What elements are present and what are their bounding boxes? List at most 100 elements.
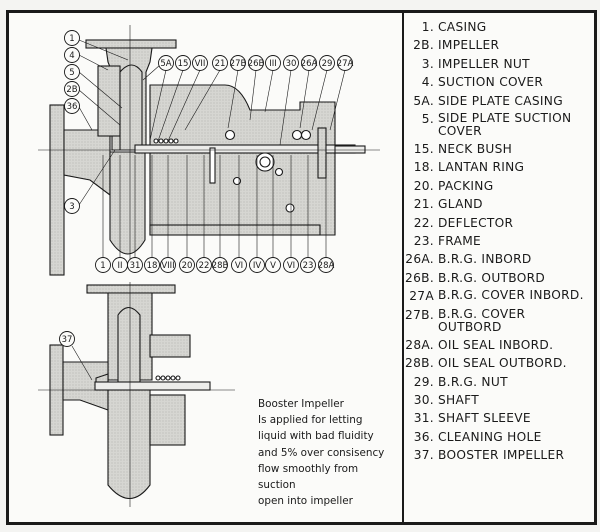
note-line: open into impeller (258, 495, 353, 508)
legend-item-number: 1. (421, 20, 434, 34)
legend-item-label: SHAFT SLEEVE (438, 411, 531, 426)
note-line: Booster Impeller (258, 398, 344, 410)
upper-pump-view (49, 39, 366, 276)
legend-item-label: SIDE PLATE SUCTION COVER (438, 111, 572, 139)
callout-circle (265, 257, 281, 273)
callout-text: 1 (100, 261, 105, 271)
callout-bubble: 26A (301, 55, 318, 71)
callout-text: VII (195, 59, 206, 69)
callout-bubble: 5A (158, 55, 174, 71)
legend-item-label: SIDE PLATE CASING (438, 93, 563, 108)
callout-text: II (117, 261, 122, 271)
callout-bubble: II (112, 257, 128, 273)
legend-item-number: 20. (413, 178, 434, 193)
callout-circle (95, 257, 111, 273)
callout-circle (59, 331, 75, 347)
callout-text: VI (287, 261, 295, 271)
legend-item-label: B.R.G. COVER INBORD. (438, 288, 584, 303)
legend-item-label: IMPELLER (438, 38, 500, 53)
legend-item-number: 15. (413, 142, 434, 157)
lower-shaft (94, 381, 211, 391)
legend-item-label: B.R.G. NUT (438, 374, 508, 389)
callout-bubble: 3 (64, 198, 80, 214)
callout-text: 30 (286, 59, 297, 69)
callout-circle (249, 257, 265, 273)
packing-rings (153, 138, 179, 144)
discharge-flange (85, 39, 177, 49)
legend-item: 15.NECK BUSH (400, 140, 590, 158)
callout-text: 37 (62, 335, 73, 345)
callout-text: 15 (178, 59, 189, 69)
callout-text: III (269, 59, 277, 69)
casing-lower (109, 151, 146, 255)
callout-text: 22 (199, 261, 210, 271)
callout-circle (160, 257, 176, 273)
callout-bubble: VIII (160, 257, 176, 273)
callout-bubble: 1 (64, 30, 80, 46)
callout-text: 27B (230, 59, 247, 69)
callout-text: IV (253, 261, 262, 271)
callout-text: 23 (303, 261, 314, 271)
legend-item: 22.DEFLECTOR (400, 214, 590, 232)
legend-item: 26A.B.R.G. INBORD (400, 250, 590, 268)
lower-impeller (117, 306, 141, 386)
legend-item: 27B.B.R.G. COVER OUTBORD (400, 306, 590, 336)
legend-item-label: GLAND (438, 197, 483, 212)
callout-bubble: 26B (248, 55, 264, 71)
legend-item-label: PACKING (438, 178, 494, 193)
callout-circle (144, 257, 160, 273)
centerlines-lower (38, 282, 235, 507)
legend-item-label: FRAME (438, 234, 482, 249)
legend-item: 20. PACKING (400, 177, 590, 195)
callout-text: 26A (301, 59, 318, 69)
callout-circle (319, 55, 335, 71)
legend-item-number: 36. (413, 429, 434, 444)
callout-text: VI (235, 261, 243, 271)
legend-item-number: 3. (421, 56, 434, 71)
callout-circle (64, 98, 80, 114)
legend-item-number: 27B. (405, 307, 434, 322)
legend-item: 2B. IMPELLER (400, 36, 590, 54)
lower-casing-bulb (107, 384, 151, 500)
frame-base (149, 224, 321, 236)
legend-item-label: CLEANING HOLE (438, 429, 542, 444)
legend-item: 1.CASING (400, 18, 590, 36)
legend-item-label: OIL SEAL OUTBORD. (438, 356, 567, 371)
legend-item-label: SHAFT (438, 392, 479, 407)
callout-text: 5 (69, 68, 74, 78)
callout-text: VIII (161, 261, 174, 271)
shaft-key-end (334, 145, 366, 154)
callout-text: 4 (69, 51, 74, 61)
callout-circle (64, 64, 80, 80)
legend-item: 37.BOOSTER IMPELLER (400, 446, 590, 464)
callout-bubble: 1 (95, 257, 111, 273)
legend-item: 26B.B.R.G. OUTBORD (400, 269, 590, 287)
legend-item-number: 21. (413, 197, 434, 212)
callout-text: 21 (215, 59, 226, 69)
callout-text: V (270, 261, 276, 271)
callout-bubble: 5 (64, 64, 80, 80)
drain-plug-1 (232, 176, 242, 186)
callout-text: 2B (66, 85, 77, 95)
callout-bubble: 4 (64, 47, 80, 63)
callout-bubble: 37 (59, 331, 75, 347)
callout-text: 27A (337, 59, 354, 69)
callout-circle (212, 257, 228, 273)
callout-bubble: 18 (144, 257, 160, 273)
legend-item-number: 2B. (413, 38, 434, 53)
callout-circle (248, 55, 264, 71)
callout-text: 28B (212, 261, 229, 271)
callout-leaders-generated (102, 69, 346, 257)
callout-bubble: 28B (212, 257, 229, 273)
legend-item-number: 22. (413, 215, 434, 230)
callout-bubble: 30 (283, 55, 299, 71)
callout-text: 1 (69, 34, 74, 44)
legend-item-label: B.R.G. INBORD (438, 252, 532, 267)
legend-item-label: B.R.G. OUTBORD (438, 270, 546, 285)
legend-item: 30.SHAFT (400, 391, 590, 409)
drain-plug-3 (285, 203, 295, 213)
callout-bubble: 29 (319, 55, 335, 71)
